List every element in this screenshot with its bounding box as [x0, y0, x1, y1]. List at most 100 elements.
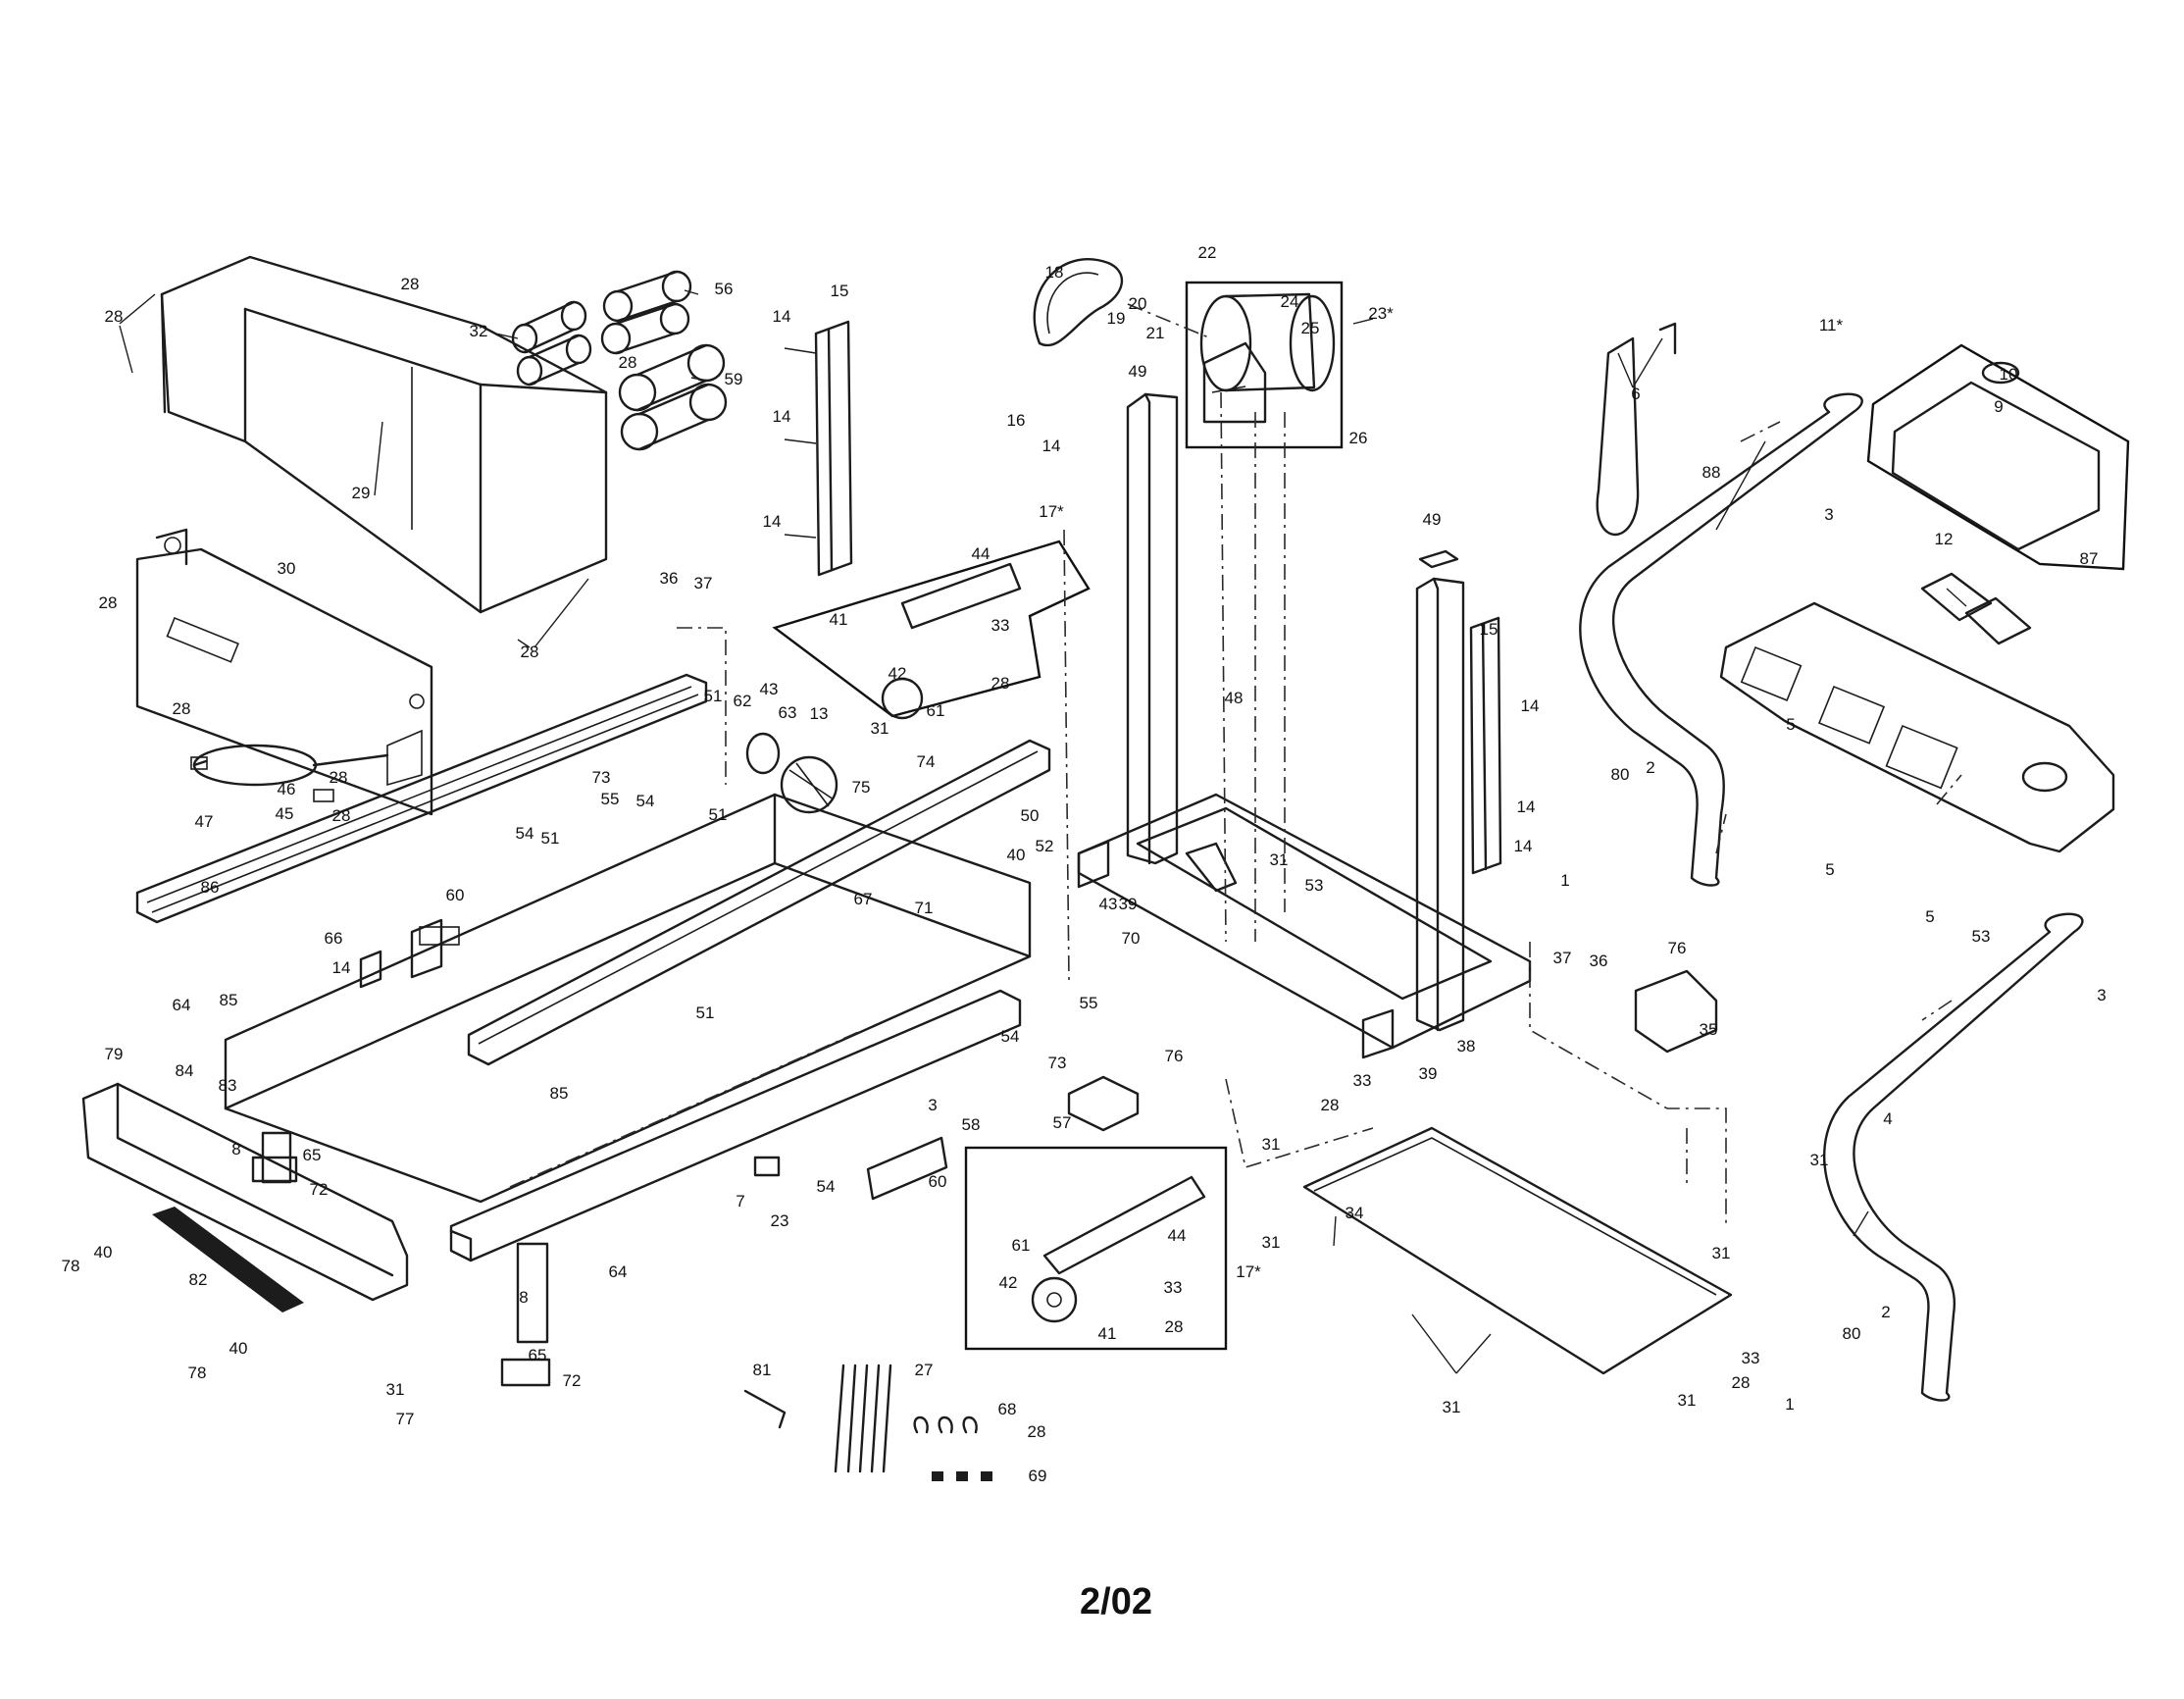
- part-callout: 60: [929, 1172, 947, 1191]
- part-callout: 39: [1119, 895, 1138, 913]
- hood-bracket: [135, 528, 433, 816]
- incline-motor-box-lower: [964, 1146, 1228, 1351]
- part-callout: 23: [771, 1211, 789, 1230]
- part-callout: 65: [303, 1146, 322, 1164]
- part-callout: 31: [871, 719, 889, 738]
- part-callout: 83: [219, 1076, 237, 1095]
- incline-motor-box-upper: [772, 540, 1091, 720]
- drive-belt: [1033, 258, 1124, 347]
- part-callout: 3: [928, 1096, 937, 1114]
- part-callout: 28: [1165, 1317, 1184, 1336]
- part-callout: 55: [1080, 994, 1098, 1012]
- part-callout: 63: [779, 703, 797, 722]
- part-callout: 79: [105, 1045, 124, 1063]
- small-hardware: [359, 918, 1718, 1201]
- part-callout: 86: [201, 878, 220, 897]
- part-callout: 51: [704, 687, 723, 705]
- part-callout: 14: [773, 307, 791, 326]
- part-callout: 33: [1742, 1349, 1760, 1367]
- part-callout: 82: [189, 1270, 208, 1289]
- part-callout: 15: [1480, 620, 1498, 639]
- part-callout: 31: [1678, 1391, 1697, 1410]
- part-callout: 53: [1972, 927, 1991, 946]
- part-callout: 85: [550, 1084, 569, 1103]
- part-callout: 28: [99, 593, 118, 612]
- part-callout: 6: [1631, 385, 1640, 403]
- right-side-rail: [467, 739, 1051, 1066]
- part-callout: 40: [1007, 846, 1026, 864]
- part-callout: 59: [725, 370, 743, 388]
- part-callout: 43: [1099, 895, 1118, 913]
- part-callout: 49: [1423, 510, 1442, 529]
- part-callout: 2: [1881, 1303, 1890, 1321]
- front-hood: [81, 1082, 409, 1302]
- base-pan: [1302, 1126, 1733, 1375]
- motor-pulley: [745, 732, 838, 814]
- part-callout: 16: [1007, 411, 1026, 430]
- power-cord: [190, 744, 389, 802]
- part-callout: 14: [773, 407, 791, 426]
- part-callout: 73: [592, 768, 611, 787]
- part-callout: 12: [1935, 530, 1954, 548]
- part-callout: 28: [1321, 1096, 1340, 1114]
- assembly-leaders: [509, 303, 1962, 1226]
- console-overlay: [1866, 343, 2130, 571]
- part-callout: 33: [1353, 1071, 1372, 1090]
- part-callout: 28: [619, 353, 637, 372]
- part-callout: 68: [998, 1400, 1017, 1418]
- part-callout: 23*: [1368, 304, 1394, 323]
- part-callout: 13: [810, 704, 829, 723]
- part-callout: 54: [516, 824, 534, 843]
- part-callout: 45: [276, 804, 294, 823]
- part-callout: 72: [563, 1371, 582, 1390]
- part-callout: 8: [231, 1140, 240, 1158]
- part-callout: 61: [1012, 1236, 1031, 1255]
- part-callout: 7: [736, 1192, 744, 1210]
- part-callout: 31: [386, 1380, 405, 1399]
- flywheel-weights: [511, 270, 728, 451]
- part-callout: 53: [1305, 876, 1324, 895]
- part-callout: 2: [1646, 758, 1654, 777]
- part-callout: 24: [1281, 292, 1299, 311]
- part-callout: 70: [1122, 929, 1141, 948]
- part-callout: 55: [601, 790, 620, 808]
- left-side-rail: [135, 673, 708, 924]
- part-callout: 67: [854, 890, 873, 908]
- part-callout: 9: [1994, 397, 2003, 416]
- part-callout: 14: [763, 512, 782, 531]
- part-callout: 14: [1514, 837, 1533, 855]
- part-callout: 26: [1349, 429, 1368, 447]
- part-callout: 1: [1560, 871, 1569, 890]
- part-callout: 28: [401, 275, 420, 293]
- part-callout: 35: [1700, 1020, 1718, 1039]
- part-callout: 80: [1611, 765, 1630, 784]
- part-callout: 5: [1825, 860, 1834, 879]
- walking-belt: [224, 793, 1032, 1204]
- motor-assembly: [1185, 281, 1344, 449]
- part-callout: 31: [1712, 1244, 1731, 1262]
- part-callout: 20: [1129, 294, 1147, 313]
- part-callout: 28: [1028, 1422, 1046, 1441]
- console-decals: [1920, 572, 2032, 645]
- part-callout: 44: [1168, 1226, 1187, 1245]
- part-callout: 3: [1824, 505, 1833, 524]
- motor-hood: [160, 255, 608, 614]
- part-callout: 64: [173, 996, 191, 1014]
- part-callout: 5: [1925, 907, 1934, 926]
- part-callout: 73: [1048, 1054, 1067, 1072]
- frame-left-upright: [1126, 392, 1179, 865]
- part-callout: 42: [889, 664, 907, 683]
- part-callout: 47: [195, 812, 214, 831]
- part-callout: 17*: [1039, 502, 1064, 521]
- part-callout: 33: [991, 616, 1010, 635]
- part-callout: 87: [2080, 549, 2099, 568]
- part-callout: 10: [2000, 365, 2018, 384]
- part-callout: 28: [173, 699, 191, 718]
- part-callout: 72: [310, 1180, 329, 1199]
- tie-wraps: [834, 1364, 892, 1473]
- part-callout: 28: [330, 768, 348, 787]
- part-callout: 88: [1702, 463, 1721, 482]
- part-callout: 54: [1001, 1027, 1020, 1046]
